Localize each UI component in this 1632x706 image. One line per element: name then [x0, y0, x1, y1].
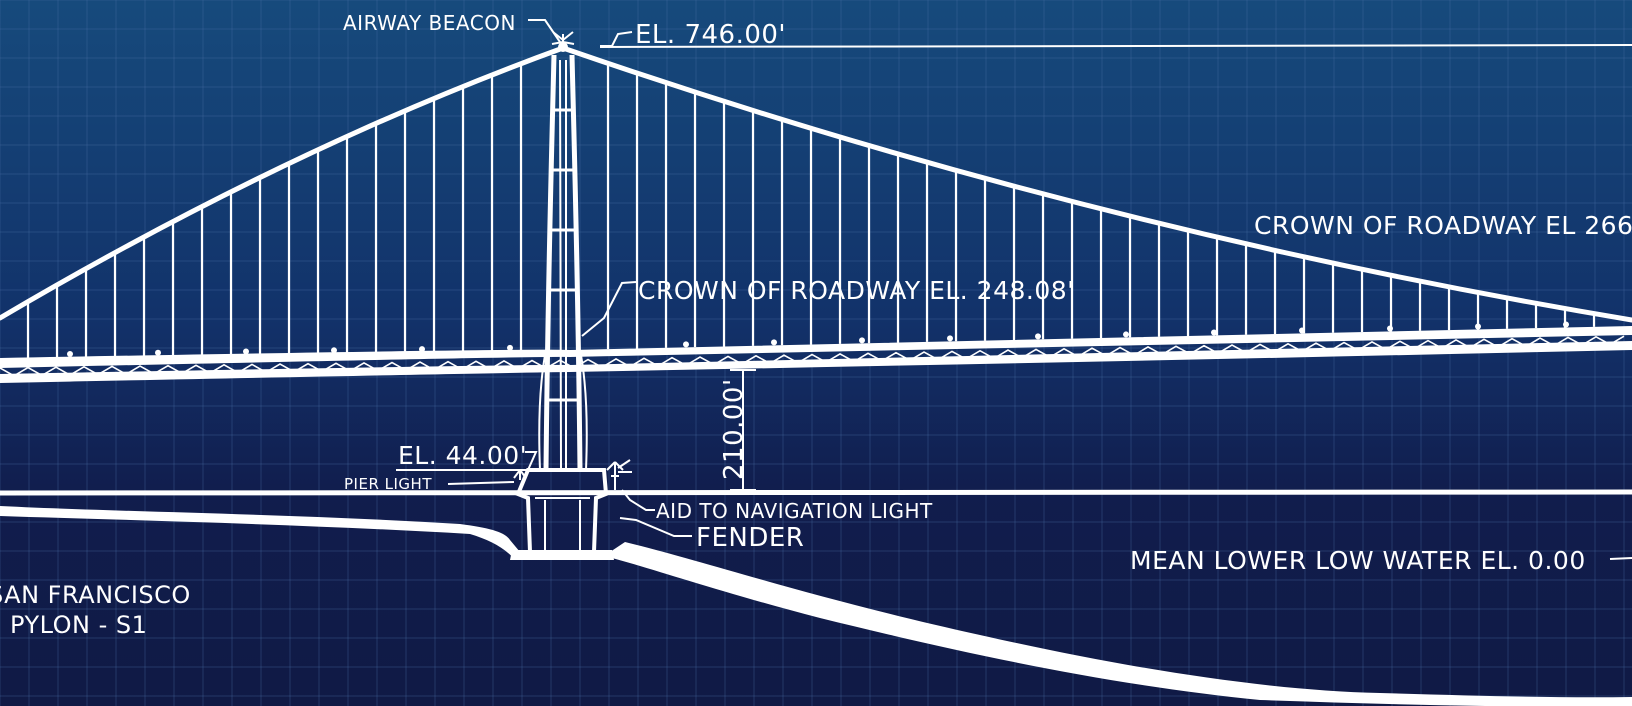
pier-base [510, 550, 614, 560]
tower-base-flare [538, 349, 588, 471]
pier-light-label: PIER LIGHT [344, 475, 432, 493]
lamp-post [771, 339, 777, 346]
aid-to-navigation-light-icon [606, 459, 632, 490]
pylon-label: PYLON - S1 [10, 611, 147, 639]
leader-pier-elevation [396, 451, 538, 471]
leader-crown-tower [581, 281, 637, 337]
suspender-cables [26, 65, 1596, 358]
bridge-tower [510, 54, 614, 560]
fender-label: FENDER [696, 523, 804, 553]
water-level-label: MEAN LOWER LOW WATER EL. 0.00 [1130, 546, 1586, 575]
lamp-post [683, 341, 689, 348]
lamp-post [419, 346, 425, 353]
lamp-post [243, 348, 249, 355]
tower-leg-left [543, 54, 557, 471]
pier-elevation-label: EL. 44.00' [398, 441, 527, 470]
shoreline-profile [0, 506, 1632, 706]
lamp-post [1387, 325, 1393, 332]
elevation-line-top [599, 44, 1632, 48]
airway-beacon-icon [551, 31, 575, 52]
tower-core [559, 59, 567, 471]
lamp-post [155, 349, 161, 356]
crown-tower-label: CROWN OF ROADWAY EL. 248.08' [638, 276, 1075, 305]
leader-airway-beacon [528, 19, 561, 43]
san-francisco-label: SAN FRANCISCO [0, 581, 191, 609]
deck-bottom-chord [0, 341, 1632, 383]
aid-to-navigation-label: AID TO NAVIGATION LIGHT [656, 499, 933, 523]
roadway-deck [0, 321, 1632, 383]
lamp-post [507, 344, 513, 351]
lamp-post [1299, 327, 1305, 334]
truss-zigzag [0, 335, 1625, 377]
pier-inner [535, 497, 590, 550]
leader-top-elevation [600, 31, 633, 47]
main-cable [0, 45, 1632, 323]
lamp-post [1123, 331, 1129, 338]
airway-beacon-label: AIRWAY BEACON [343, 11, 516, 35]
lamp-post [67, 351, 73, 358]
crown-right-label: CROWN OF ROADWAY EL 266. [1254, 211, 1632, 240]
water-surface-line [0, 489, 1632, 496]
leader-aid-light [621, 489, 655, 511]
clearance-dimension [730, 369, 756, 491]
lamp-post [859, 337, 865, 344]
deck-lamp-posts [67, 321, 1569, 358]
top-elevation-label: EL. 746.00' [635, 20, 786, 50]
pier-light-icon [513, 469, 527, 480]
deck-truss [0, 335, 1625, 377]
leader-fender [619, 517, 692, 537]
lamp-post [1211, 329, 1217, 336]
lamp-post [1035, 333, 1041, 340]
deck-top-chord [0, 326, 1632, 368]
leader-lines [396, 19, 1632, 560]
lamp-post [1563, 321, 1569, 328]
clearance-label: 210.00' [719, 378, 749, 480]
lamp-post [947, 335, 953, 342]
tower-portal-braces [547, 108, 579, 402]
tower-leg-right [569, 54, 583, 471]
leader-water-level [1609, 557, 1632, 560]
lamp-post [331, 347, 337, 354]
pier-body [515, 468, 609, 554]
leader-pier-light [447, 481, 515, 485]
lamp-post [1475, 323, 1481, 330]
